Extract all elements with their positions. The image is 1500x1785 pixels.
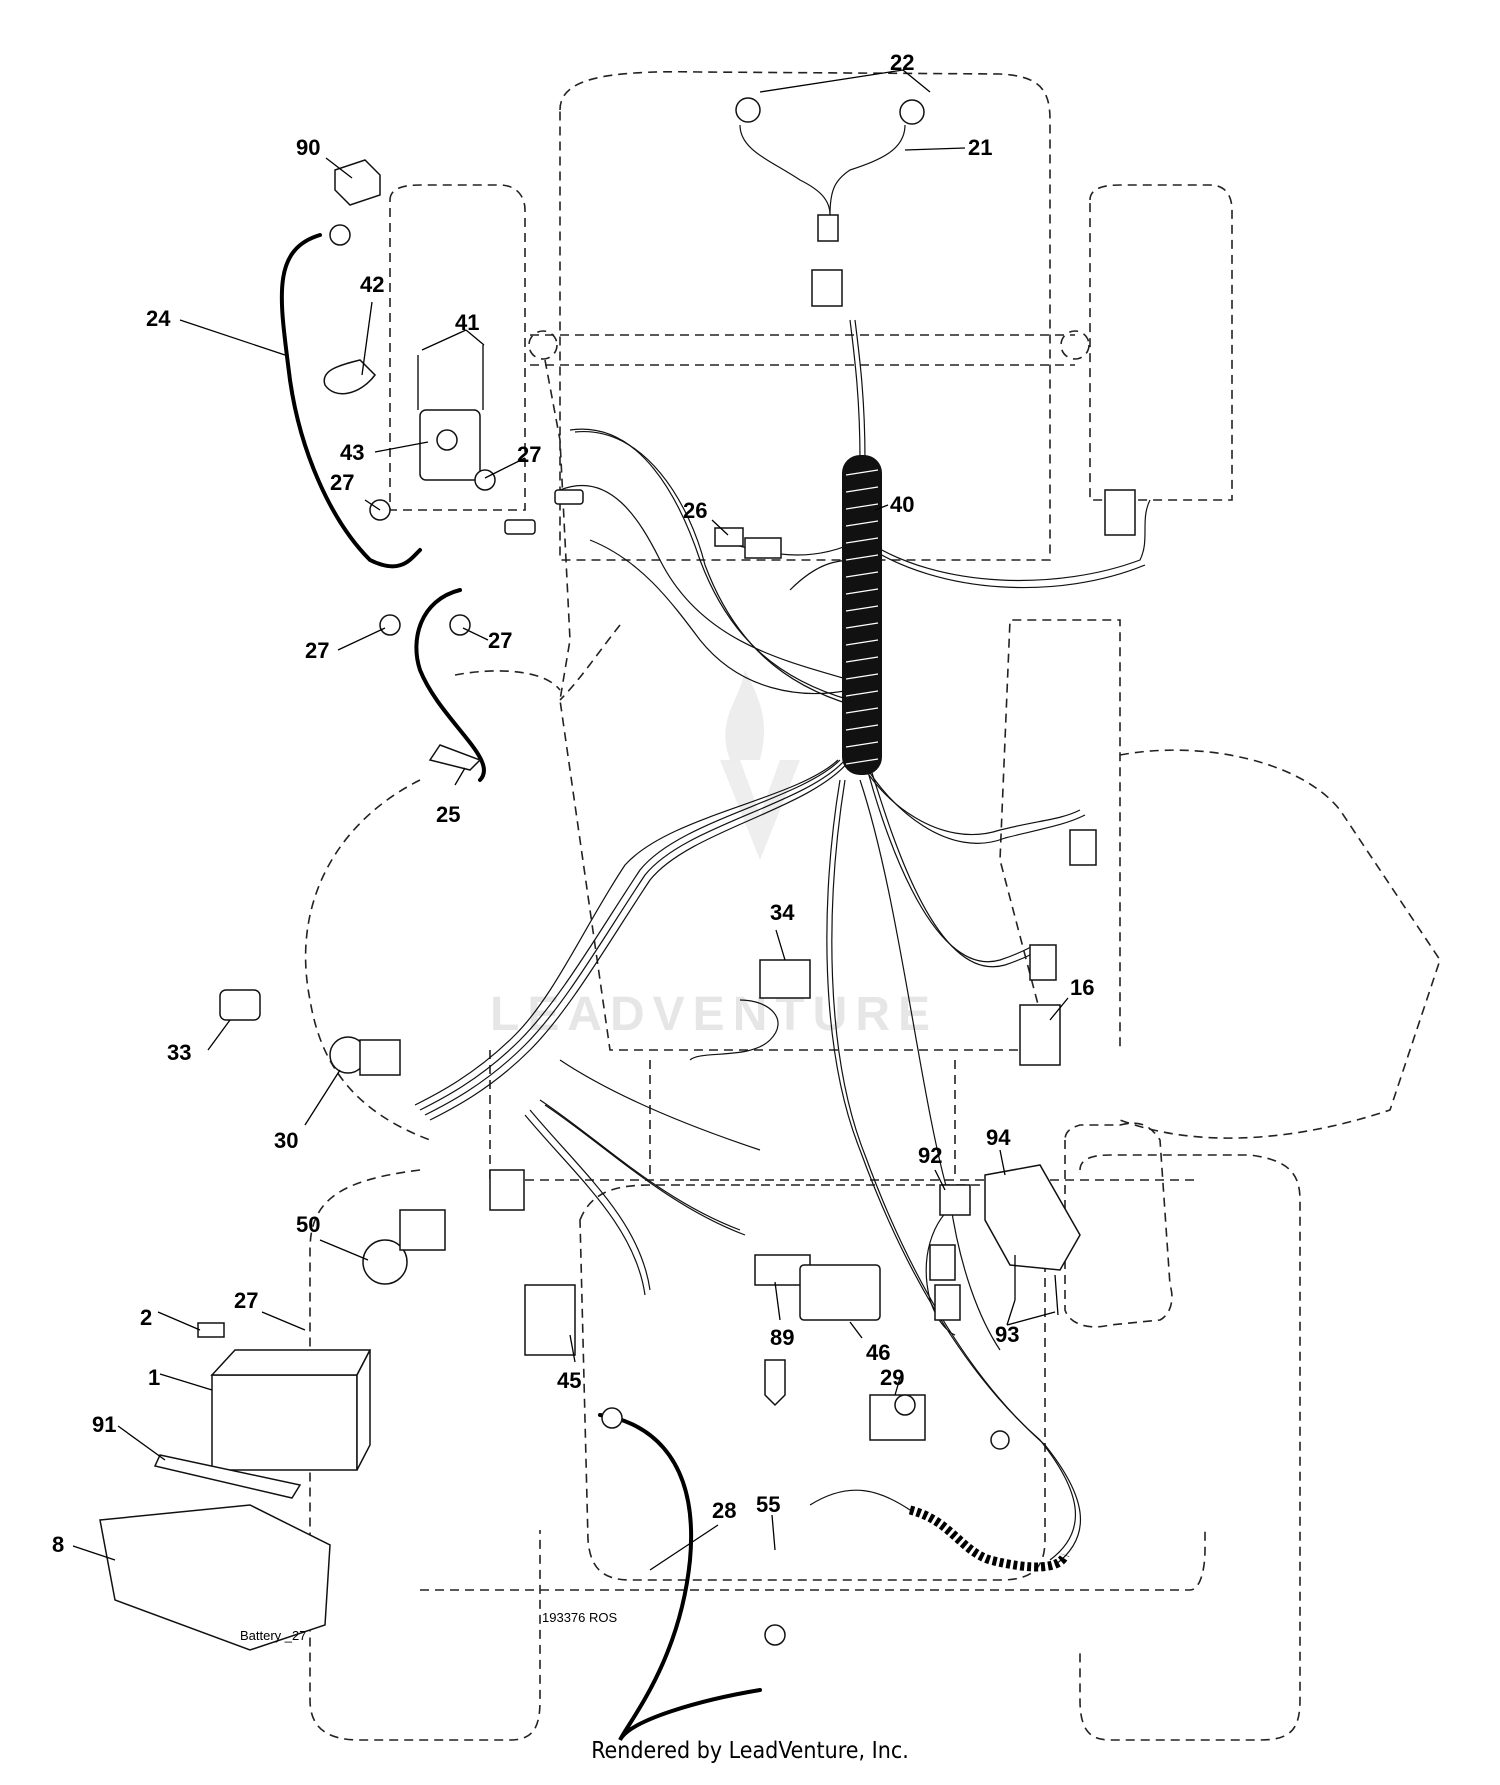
connector-right-mid [1069, 829, 1097, 866]
callout-89: 89 [770, 1325, 794, 1350]
callout-26: 26 [683, 498, 707, 523]
bolt-2 [197, 1322, 225, 1338]
key-33 [219, 989, 261, 1021]
parts-lower [219, 989, 1081, 1646]
relay-16 [1019, 1004, 1061, 1066]
callout-27-lower-left: 27 [305, 638, 329, 663]
module-94 [984, 1164, 1081, 1271]
battery-1 [211, 1374, 358, 1471]
connector-right-lower [1029, 944, 1057, 981]
screw-55 [764, 1359, 786, 1407]
callout-27-upper-left: 27 [330, 470, 354, 495]
boot-90 [334, 159, 381, 206]
callout-90: 90 [296, 135, 320, 160]
meter-46 [799, 1264, 881, 1321]
callout-30: 30 [274, 1128, 298, 1153]
callout-8: 8 [52, 1532, 64, 1557]
nut-27d [449, 614, 471, 636]
ring-25 [428, 744, 482, 771]
switch-34 [759, 959, 811, 999]
connector-right-upper [1104, 489, 1136, 536]
connector-plug [489, 1169, 525, 1211]
connector-21 [817, 214, 839, 242]
bulb-left [735, 97, 761, 123]
callout-41: 41 [455, 310, 479, 335]
headlights [735, 97, 925, 307]
callout-34: 34 [770, 900, 795, 925]
ring-terminal-24 [329, 224, 351, 246]
callout-50: 50 [296, 1212, 320, 1237]
callout-92: 92 [918, 1143, 942, 1168]
fuse-26a [714, 527, 744, 547]
callout-16: 16 [1070, 975, 1094, 1000]
callout-21: 21 [968, 135, 992, 160]
battery-cables [279, 233, 1070, 1742]
callout-28: 28 [712, 1498, 736, 1523]
tractor-outline [304, 70, 1441, 1741]
callout-22: 22 [890, 50, 914, 75]
wire-loom [842, 455, 882, 775]
battery-label: Battery _27 [240, 1628, 307, 1643]
tray-8 [99, 1504, 331, 1651]
callout-25: 25 [436, 802, 460, 827]
nut-27b [474, 469, 496, 491]
watermark: LEADVENTURE [490, 670, 938, 1041]
leader-lines [72, 69, 1069, 1571]
watermark-text: LEADVENTURE [490, 988, 938, 1041]
callout-91: 91 [92, 1412, 116, 1437]
boot-42 [323, 359, 376, 395]
hour-meter-45 [524, 1284, 576, 1356]
callout-42: 42 [360, 272, 384, 297]
ring-28 [764, 1624, 786, 1646]
callout-labels: 22 21 90 24 42 41 43 27 27 27 27 25 26 4… [52, 50, 1094, 1557]
callout-24: 24 [146, 306, 171, 331]
callout-33: 33 [167, 1040, 191, 1065]
callout-45: 45 [557, 1368, 581, 1393]
footer-credit: Rendered by LeadVenture, Inc. [591, 1738, 909, 1764]
callout-46: 46 [866, 1340, 890, 1365]
callout-29: 29 [880, 1365, 904, 1390]
knob-50 [362, 1239, 408, 1285]
parts-top-left [323, 159, 584, 771]
bulb-right [899, 99, 925, 125]
nut-27c [379, 614, 401, 636]
drawing-number: 193376 ROS [542, 1610, 617, 1625]
callout-27-lower-right: 27 [488, 628, 512, 653]
fuse-26b [744, 537, 782, 559]
battery-group: Battery _27 [99, 1322, 372, 1651]
connector-40-top [811, 269, 843, 307]
right-connectors [714, 489, 1136, 1066]
callout-27-upper-right: 27 [517, 442, 541, 467]
strap-91 [153, 1454, 302, 1499]
callout-94: 94 [986, 1125, 1011, 1150]
callout-55: 55 [756, 1492, 780, 1517]
callout-27-battery: 27 [234, 1288, 258, 1313]
callout-43: 43 [340, 440, 364, 465]
callout-93: 93 [995, 1322, 1019, 1347]
callout-2: 2 [140, 1305, 152, 1330]
callout-40: 40 [890, 492, 914, 517]
callout-1: 1 [148, 1365, 160, 1390]
